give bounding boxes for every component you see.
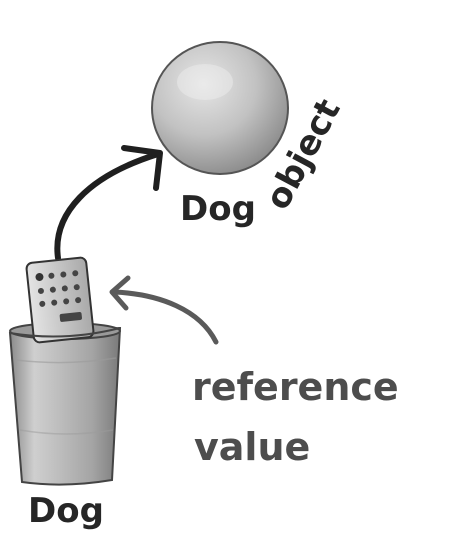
annotation-arrow-icon (109, 275, 219, 345)
variable-cup-icon (8, 322, 122, 486)
annotation-line-value: value (194, 425, 310, 469)
dog-object-circle-icon (151, 41, 289, 175)
reference-arrow-icon (54, 145, 163, 261)
variable-label-dog: Dog (28, 491, 104, 531)
object-label-dog: Dog (180, 189, 256, 229)
annotation-line-reference: reference (192, 365, 399, 409)
remote-control-icon (25, 256, 95, 344)
